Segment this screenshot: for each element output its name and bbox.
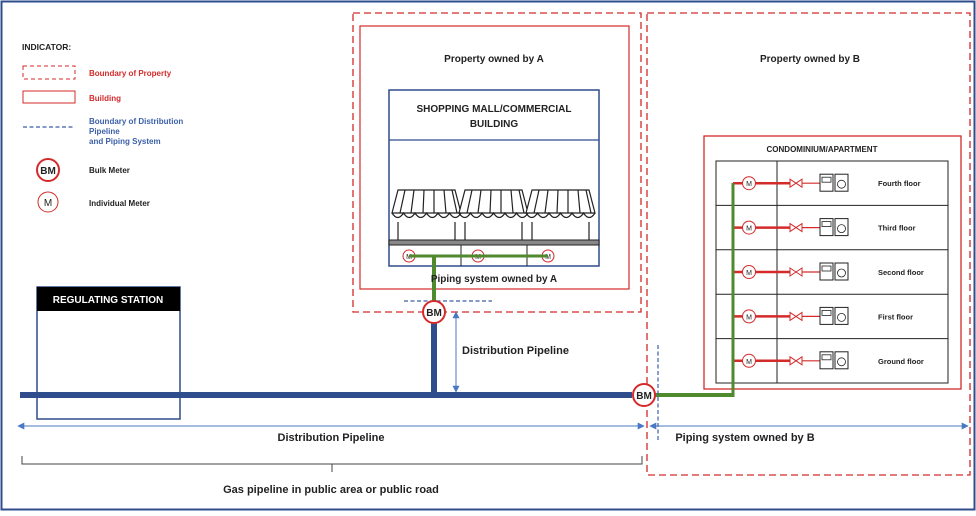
valve-icon bbox=[789, 267, 803, 277]
washer-icon bbox=[834, 262, 849, 281]
legend-title: INDICATOR: bbox=[22, 42, 71, 52]
mall-building bbox=[388, 89, 600, 267]
shopping-mall: SHOPPING MALL/COMMERCIAL BUILDING M bbox=[388, 89, 600, 267]
washer-icon bbox=[834, 351, 849, 370]
floor-label: Fourth floor bbox=[878, 179, 921, 188]
stove-icon bbox=[819, 262, 834, 281]
washer-icon bbox=[834, 218, 849, 237]
individual-meter-symbol: M bbox=[746, 270, 752, 277]
property-a-building-outline bbox=[359, 25, 630, 290]
svg-text:BM: BM bbox=[636, 391, 652, 402]
individual-meter-symbol: M bbox=[746, 226, 752, 233]
mall-title-line2: BUILDING bbox=[470, 119, 519, 130]
legend-distribution-label-1: Boundary of Distribution bbox=[89, 117, 183, 126]
legend: INDICATOR: Boundary of Property Building… bbox=[22, 42, 183, 213]
condo-building-outline bbox=[703, 135, 962, 390]
stove-icon bbox=[819, 218, 834, 237]
washer-icon bbox=[834, 173, 849, 192]
mall-counter bbox=[388, 239, 600, 246]
stove-icon bbox=[819, 173, 834, 192]
individual-meter-icon bbox=[742, 176, 756, 191]
individual-meter-symbol: M bbox=[746, 314, 752, 321]
individual-meter-icon bbox=[742, 265, 756, 279]
piping-a-label: Piping system owned by A bbox=[431, 274, 557, 285]
property-b-title: Property owned by B bbox=[760, 54, 860, 65]
floor-label: First floor bbox=[878, 312, 913, 321]
valve-icon bbox=[789, 178, 803, 189]
valve-icon bbox=[789, 311, 803, 322]
condo-floor: M First floor bbox=[716, 293, 948, 325]
public-area-label: Gas pipeline in public area or public ro… bbox=[223, 484, 439, 496]
legend-distribution-label-2: Pipeline bbox=[89, 127, 120, 136]
svg-text:BM: BM bbox=[426, 308, 442, 319]
svg-text:M: M bbox=[44, 198, 52, 209]
mall-awnings bbox=[391, 189, 596, 240]
legend-distribution-label-3: and Piping System bbox=[89, 137, 161, 146]
regulating-station-title: REGULATING STATION bbox=[53, 295, 164, 306]
svg-text:BM: BM bbox=[40, 166, 56, 177]
regulating-station: REGULATING STATION bbox=[36, 286, 181, 420]
legend-boundary-swatch bbox=[22, 65, 76, 80]
legend-bulk-meter-label: Bulk Meter bbox=[89, 166, 130, 175]
individual-meter-icon bbox=[742, 220, 756, 235]
individual-meter-symbol: M bbox=[746, 181, 752, 188]
legend-building-label: Building bbox=[89, 94, 121, 103]
condo-title: CONDOMINIUM/APARTMENT bbox=[767, 145, 878, 154]
piping-b-label: Piping system owned by B bbox=[675, 432, 814, 444]
property-b-boundary bbox=[646, 12, 971, 476]
floor-label: Second floor bbox=[878, 268, 924, 277]
bulk-meter-b: BM bbox=[632, 383, 656, 407]
individual-meter-icon bbox=[742, 353, 756, 368]
condo-floor: M Second floor bbox=[716, 249, 948, 281]
property-a-boundary bbox=[352, 12, 642, 313]
individual-meter-symbol: M bbox=[746, 359, 752, 366]
condo-floor: M Third floor bbox=[716, 204, 948, 237]
floor-label: Ground floor bbox=[878, 357, 924, 366]
washer-icon bbox=[834, 306, 849, 325]
distribution-vertical-label: Distribution Pipeline bbox=[462, 345, 569, 357]
property-a-title: Property owned by A bbox=[444, 54, 544, 65]
svg-text:M: M bbox=[545, 254, 551, 261]
distribution-horizontal-label: Distribution Pipeline bbox=[278, 432, 385, 444]
individual-meter-icon bbox=[742, 309, 756, 324]
valve-icon bbox=[789, 355, 803, 366]
bulk-meter-a: BM bbox=[422, 300, 446, 324]
mall-title-line1: SHOPPING MALL/COMMERCIAL bbox=[417, 104, 572, 115]
condo-floor: M Fourth floor bbox=[733, 173, 921, 192]
legend-individual-meter-label: Individual Meter bbox=[89, 199, 150, 208]
floor-label: Third floor bbox=[878, 224, 916, 233]
legend-boundary-label: Boundary of Property bbox=[89, 69, 172, 78]
legend-building-swatch bbox=[22, 90, 76, 104]
regulating-station-header bbox=[37, 287, 180, 311]
stove-icon bbox=[819, 351, 834, 370]
stove-icon bbox=[819, 306, 834, 325]
valve-icon bbox=[789, 222, 803, 233]
legend-bulk-meter-icon bbox=[36, 158, 60, 182]
public-area-bracket bbox=[21, 456, 643, 472]
condo-floor: M Ground floor bbox=[716, 338, 948, 370]
legend-individual-meter-icon bbox=[37, 191, 59, 213]
